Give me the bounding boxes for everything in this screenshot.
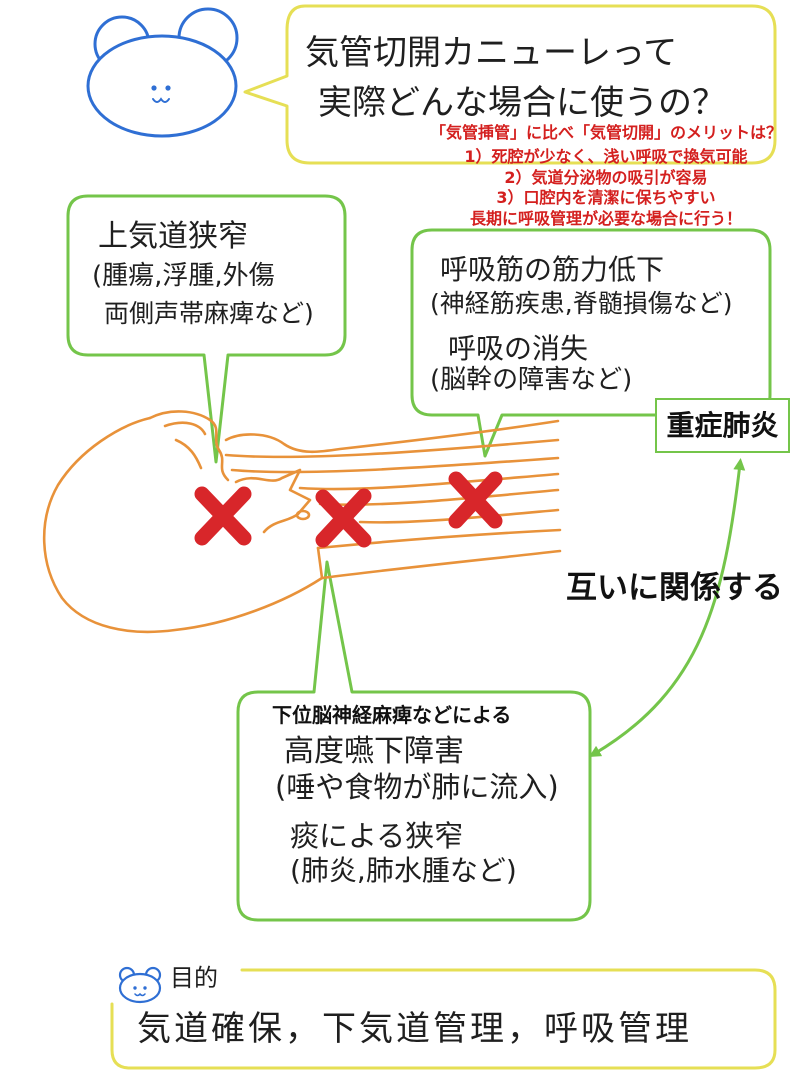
respiratory-detail-1: (神経筋疾患,脊髄損傷など) [430,289,733,318]
pneumonia-label: 重症肺炎 [666,408,779,442]
upper-airway-title: 上気道狭窄 [98,219,248,254]
merit-item-3: 3）口腔内を清潔に保ちやすい [496,188,716,207]
swallowing-detail-1: (唾や食物が肺に流入) [275,770,559,804]
cross-mark-icon [315,488,372,548]
bear-face-icon [118,966,162,1004]
question-line-2: 実際どんな場合に使うの？ [318,83,726,123]
swallowing-title-2: 痰による狭窄 [290,819,464,853]
cross-mark-icon [448,471,503,529]
swallowing-title-1: 高度嚥下障害 [284,734,464,769]
respiratory-detail-2: (脳幹の障害など) [430,365,633,395]
pneumonia-box: 重症肺炎 [655,398,790,453]
purpose-text: 気道確保，下気道管理，呼吸管理 [137,1009,692,1049]
purpose-label: 目的 [170,964,218,992]
swallowing-caption: 下位脳神経麻痺などによる [272,703,512,727]
purpose-bubble [110,968,777,1070]
merit-item-1: 1）死腔が少なく、浅い呼吸で換気可能 [464,147,748,166]
bear-face-icon [86,7,239,138]
question-line-1: 気管切開カニューレって [305,33,678,73]
relation-arrow [588,458,746,758]
relation-label: 互いに関係する [566,570,783,606]
question-speech-bubble [243,4,777,165]
upper-airway-bubble [66,194,347,464]
merits-conclusion: 長期に呼吸管理が必要な場合に行う！ [469,209,742,228]
swallowing-detail-2: (肺炎,肺水腫など) [290,854,517,887]
supine-body-drawing [42,410,562,634]
upper-airway-detail-2: 両側声帯麻痺など) [104,299,314,328]
merits-title: 「気管挿管」に比べ「気管切開」のメリットは？ [429,123,782,142]
merit-item-2: 2）気道分泌物の吸引が容易 [504,168,708,187]
swallowing-bubble [236,560,592,922]
cross-mark-icon [194,486,252,546]
upper-airway-detail-1: (腫瘍,浮腫,外傷 [92,261,275,291]
respiratory-title-2: 呼吸の消失 [448,332,589,365]
respiratory-title-1: 呼吸筋の筋力低下 [440,253,665,286]
